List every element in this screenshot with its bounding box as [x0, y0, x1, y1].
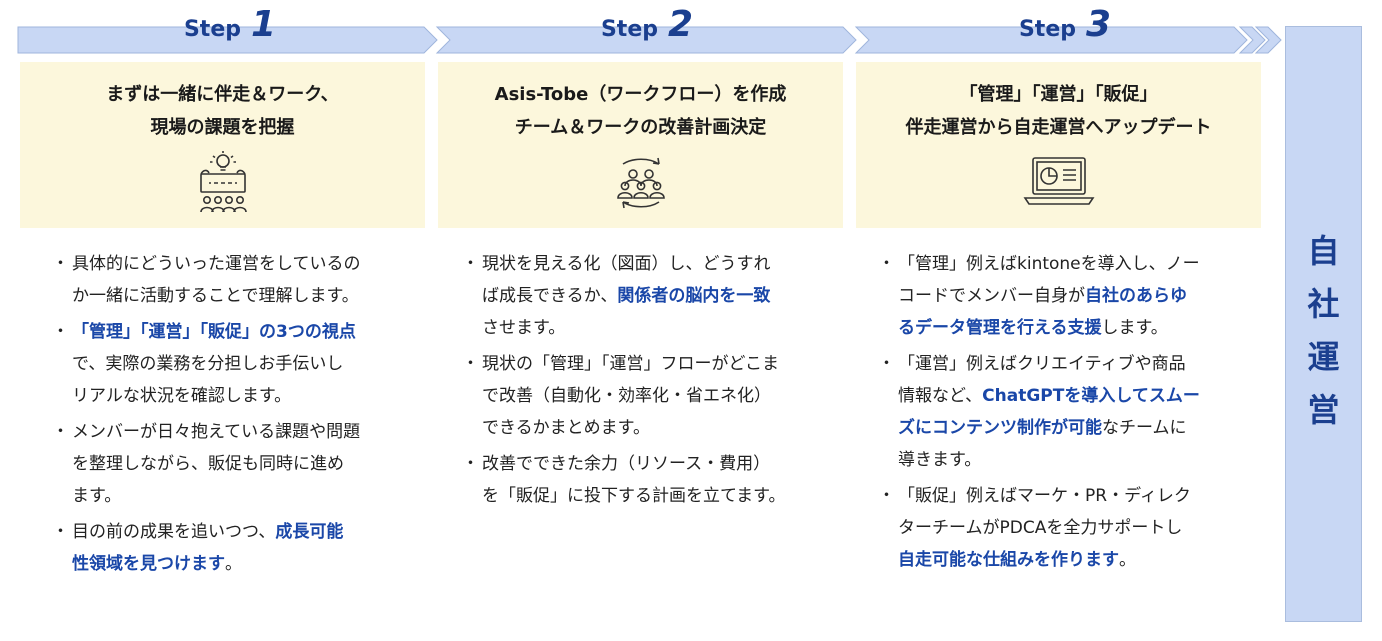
highlight-text: 「管理」「運営」「販促」の3つの視点 — [72, 322, 356, 342]
bullet-dot: ・ — [878, 486, 895, 506]
chevron-2 — [1254, 26, 1282, 54]
in-house-operation-block: 自 社 運 営 — [1285, 26, 1362, 622]
bullet-line: か一緒に活動することで理解します。 — [72, 286, 359, 306]
final-char: 運 — [1307, 338, 1340, 376]
step-2-label: Step 2 — [437, 4, 857, 52]
bullet-line: 「管理」「運営」「販促」の3つの視点 — [72, 316, 420, 348]
step-word: Step — [183, 17, 241, 42]
step-2-arrow — [435, 26, 857, 54]
bullet-dot: ・ — [878, 254, 895, 274]
highlight-text: 性領域を見つけます — [72, 554, 225, 574]
bullet-dot: ・ — [462, 254, 479, 274]
chevron-1 — [1238, 26, 1266, 54]
step-1-title: まずは一緒に伴走＆ワーク、 現場の課題を把握 — [20, 78, 425, 144]
title-line: チーム＆ワークの改善計画決定 — [514, 117, 767, 138]
idea-meeting-icon — [199, 151, 247, 213]
bullet-line: 「管理」例えばkintoneを導入し、ノー — [898, 254, 1200, 274]
bullet-item: ・目の前の成果を追いつつ、成長可能性領域を見つけます。 — [50, 516, 420, 580]
bullet-item: ・メンバーが日々抱えている課題や問題を整理しながら、販促も同時に進めます。 — [50, 416, 420, 512]
highlight-text: 成長可能 — [275, 522, 344, 542]
step-3-label: Step 3 — [855, 4, 1275, 52]
bullet-item: ・現状を見える化（図面）し、どうすれば成長できるか、関係者の脳内を一致させます。 — [460, 248, 830, 344]
bullet-line: ば成長できるか、関係者の脳内を一致 — [482, 286, 771, 306]
step-2-box: Asis-Tobe（ワークフロー）を作成 チーム＆ワークの改善計画決定 — [438, 62, 843, 228]
bullet-item: ・現状の「管理」「運営」フローがどこまで改善（自動化・効率化・省エネ化） できるか… — [460, 348, 830, 444]
bullet-dot: ・ — [52, 254, 69, 274]
step-word: Step — [600, 17, 658, 42]
step-1-bullets: ・具体的にどういった運営をしているのか一緒に活動することで理解します。・「管理」… — [50, 248, 420, 584]
highlight-text: るデータ管理を行える支援 — [898, 318, 1102, 338]
title-line: 「管理」「運営」「販促」 — [959, 84, 1158, 105]
bullet-line: メンバーが日々抱えている課題や問題 — [72, 422, 361, 442]
bullet-item: ・「運営」例えばクリエイティブや商品情報など、ChatGPTを導入してスムーズに… — [876, 348, 1266, 476]
bullet-line: を整理しながら、販促も同時に進め — [72, 454, 344, 474]
bullet-line: 現状の「管理」「運営」フローがどこま — [482, 354, 779, 374]
title-line: 現場の課題を把握 — [150, 117, 295, 138]
final-char: 社 — [1307, 285, 1340, 323]
bullet-line: 目の前の成果を追いつつ、成長可能 — [72, 522, 344, 542]
step-1-arrow — [17, 26, 438, 54]
step-1-box: まずは一緒に伴走＆ワーク、 現場の課題を把握 — [20, 62, 425, 228]
bullet-line: コードでメンバー自身が自社のあらゆ — [898, 286, 1187, 306]
step-3-arrow — [854, 26, 1248, 54]
bullet-dot: ・ — [878, 354, 895, 374]
bullet-line: リアルな状況を確認します。 — [72, 386, 292, 406]
bullet-line: 情報など、ChatGPTを導入してスムー — [898, 386, 1200, 406]
bullet-line: 「運営」例えばクリエイティブや商品 — [898, 354, 1186, 374]
bullet-line: 「販促」例えばマーケ・PR・ディレク — [898, 486, 1191, 506]
laptop-chart-icon — [1023, 157, 1094, 205]
bullet-line: 現状を見える化（図面）し、どうすれ — [482, 254, 771, 274]
bullet-item: ・「管理」「運営」「販促」の3つの視点で、実際の業務を分担しお手伝いしリアルな状… — [50, 316, 420, 412]
highlight-text: 自社のあらゆ — [1085, 286, 1187, 306]
bullet-dot: ・ — [462, 354, 479, 374]
highlight-text: 自走可能な仕組みを作ります — [898, 550, 1119, 570]
bullet-line: 自走可能な仕組みを作ります。 — [898, 550, 1136, 570]
final-char: 営 — [1307, 391, 1340, 429]
bullet-dot: ・ — [52, 322, 69, 342]
bullet-item: ・改善でできた余力（リソース・費用） を「販促」に投下する計画を立てます。 — [460, 448, 830, 512]
bullet-item: ・「販促」例えばマーケ・PR・ディレクターチームがPDCAを全力サポートし自走可… — [876, 480, 1266, 576]
step-number: 2 — [667, 4, 694, 45]
bullet-line: 導きます。 — [898, 450, 982, 470]
bullet-dot: ・ — [52, 522, 69, 542]
bullet-line: ズにコンテンツ制作が可能なチームに — [898, 418, 1187, 438]
bullet-line: させます。 — [482, 318, 566, 338]
step-2-bullets: ・現状を見える化（図面）し、どうすれば成長できるか、関係者の脳内を一致させます。… — [460, 248, 830, 516]
step-3-box: 「管理」「運営」「販促」 伴走運営から自走運営へアップデート — [856, 62, 1261, 228]
highlight-text: ズにコンテンツ制作が可能 — [898, 418, 1102, 438]
step-3-bullets: ・「管理」例えばkintoneを導入し、ノーコードでメンバー自身が自社のあらゆる… — [876, 248, 1266, 580]
step-number: 3 — [1085, 4, 1112, 45]
step-number: 1 — [250, 4, 277, 45]
bullet-dot: ・ — [462, 454, 479, 474]
bullet-line: 具体的にどういった運営をしているの — [72, 254, 361, 274]
title-line: 伴走運営から自走運営へアップデート — [905, 117, 1212, 138]
step-arrow-banner — [17, 26, 1282, 54]
bullet-dot: ・ — [52, 422, 69, 442]
bullet-item: ・具体的にどういった運営をしているのか一緒に活動することで理解します。 — [50, 248, 420, 312]
bullet-item: ・「管理」例えばkintoneを導入し、ノーコードでメンバー自身が自社のあらゆる… — [876, 248, 1266, 344]
step-word: Step — [1018, 17, 1076, 42]
bullet-line: ます。 — [72, 486, 122, 506]
bullet-line: で改善（自動化・効率化・省エネ化） — [482, 386, 771, 406]
step-2-title: Asis-Tobe（ワークフロー）を作成 チーム＆ワークの改善計画決定 — [438, 78, 843, 144]
team-cycle-icon — [616, 157, 665, 209]
bullet-line: 性領域を見つけます。 — [72, 554, 242, 574]
step-1-label: Step 1 — [20, 4, 440, 52]
bullet-line: できるかまとめます。 — [482, 418, 650, 438]
title-line: まずは一緒に伴走＆ワーク、 — [106, 84, 339, 105]
final-char: 自 — [1307, 232, 1340, 270]
bullet-line: 改善でできた余力（リソース・費用） — [482, 454, 771, 474]
bullet-line: るデータ管理を行える支援します。 — [898, 318, 1168, 338]
bullet-line: ターチームがPDCAを全力サポートし — [898, 518, 1183, 538]
step-3-title: 「管理」「運営」「販促」 伴走運営から自走運営へアップデート — [856, 78, 1261, 144]
highlight-text: 関係者の脳内を一致 — [617, 286, 771, 306]
bullet-line: で、実際の業務を分担しお手伝いし — [72, 354, 344, 374]
highlight-text: ChatGPTを導入してスムー — [982, 386, 1200, 406]
bullet-line: を「販促」に投下する計画を立てます。 — [482, 486, 786, 506]
title-line: Asis-Tobe（ワークフロー）を作成 — [494, 84, 787, 105]
